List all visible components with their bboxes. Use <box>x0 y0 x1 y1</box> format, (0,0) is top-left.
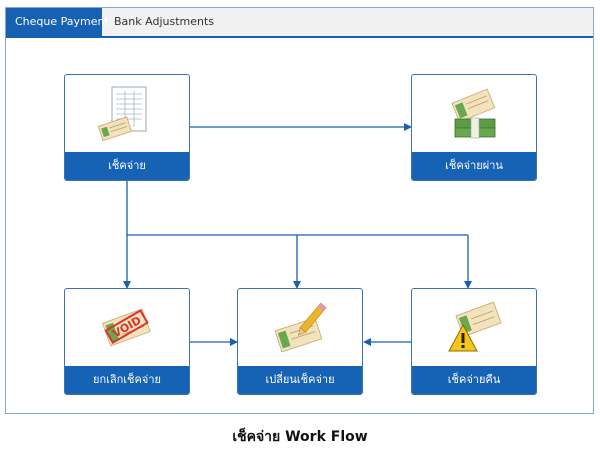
node-cheque-paid[interactable]: เช็คจ่ายผ่าน <box>411 74 537 181</box>
tab-bank-adjustments[interactable]: Bank Adjustments <box>114 15 215 28</box>
node-label: เช็คจ่าย <box>65 152 189 180</box>
node-cheque-change[interactable]: เปลี่ยนเช็คจ่าย <box>237 288 363 395</box>
cheque-warning-icon <box>412 289 536 367</box>
node-cheque-return[interactable]: เช็คจ่ายคืน <box>411 288 537 395</box>
node-label: ยกเลิกเช็คจ่าย <box>65 366 189 394</box>
cheque-document-icon <box>65 75 189 153</box>
void-cheque-icon: VOID <box>65 289 189 367</box>
node-cheque-pay[interactable]: เช็คจ่าย <box>64 74 190 181</box>
cheque-cash-icon <box>412 75 536 153</box>
node-label: เช็คจ่ายผ่าน <box>412 152 536 180</box>
node-cheque-cancel[interactable]: VOID ยกเลิกเช็คจ่าย <box>64 288 190 395</box>
tab-cheque-payment[interactable]: Cheque Payment <box>6 8 109 38</box>
workflow-caption: เช็คจ่าย Work Flow <box>232 429 368 445</box>
tab-bar: Cheque Payment Bank Adjustments <box>6 8 593 38</box>
cheque-pencil-icon <box>238 289 362 367</box>
node-label: เปลี่ยนเช็คจ่าย <box>238 366 362 394</box>
node-label: เช็คจ่ายคืน <box>412 366 536 394</box>
